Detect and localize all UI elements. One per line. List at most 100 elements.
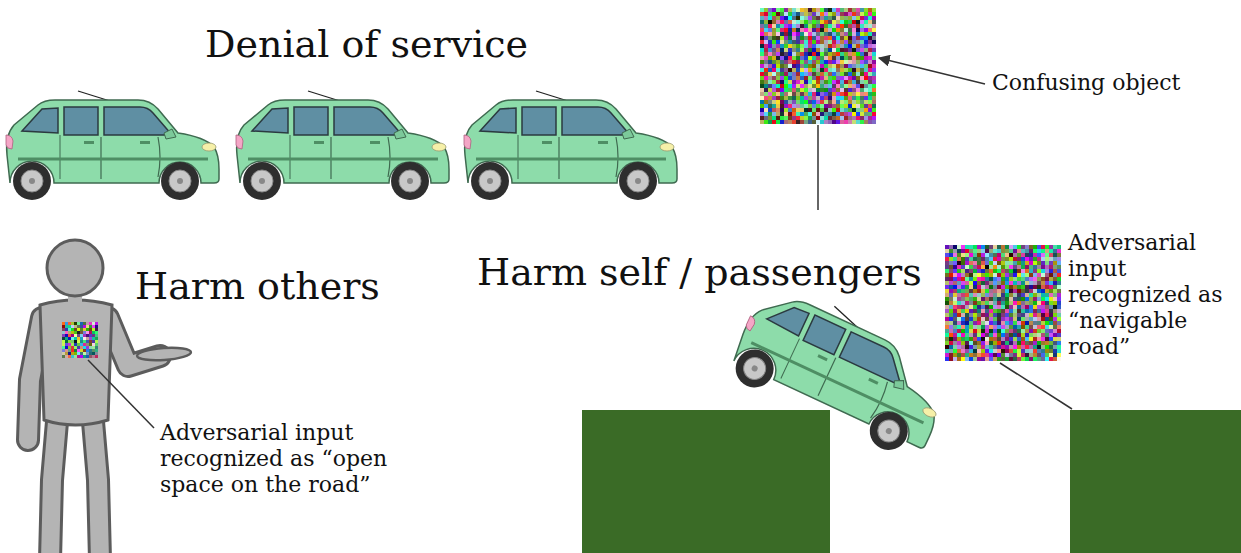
noise-pixel — [77, 334, 80, 337]
noise-pixel — [852, 20, 856, 24]
noise-pixel — [860, 48, 864, 52]
noise-pixel — [985, 257, 989, 261]
noise-pixel — [832, 20, 836, 24]
noise-pixel — [796, 60, 800, 64]
noise-pixel — [792, 24, 796, 28]
noise-pixel — [1049, 321, 1053, 325]
noise-pixel — [985, 321, 989, 325]
noise-pixel — [1009, 305, 1013, 309]
noise-pixel — [1041, 325, 1045, 329]
noise-pixel — [89, 331, 92, 334]
noise-pixel — [86, 337, 89, 340]
noise-pixel — [840, 40, 844, 44]
noise-pixel — [848, 40, 852, 44]
noise-pixel — [965, 257, 969, 261]
noise-pixel — [852, 72, 856, 76]
noise-pixel — [86, 334, 89, 337]
noise-pixel — [788, 68, 792, 72]
noise-pixel — [1005, 333, 1009, 337]
noise-pixel — [868, 92, 872, 96]
noise-pixel — [860, 64, 864, 68]
noise-pixel — [997, 353, 1001, 357]
noise-pixel — [953, 297, 957, 301]
noise-pixel — [820, 76, 824, 80]
noise-pixel — [800, 24, 804, 28]
noise-pixel — [961, 329, 965, 333]
noise-pixel — [86, 340, 89, 343]
noise-pixel — [856, 12, 860, 16]
noise-pixel — [848, 112, 852, 116]
noise-pixel — [89, 340, 92, 343]
noise-pixel — [812, 32, 816, 36]
noise-pixel — [812, 68, 816, 72]
noise-pixel — [856, 56, 860, 60]
noise-pixel — [804, 52, 808, 56]
noise-pixel — [993, 325, 997, 329]
noise-pixel — [784, 116, 788, 120]
noise-pixel — [997, 265, 1001, 269]
noise-pixel — [824, 92, 828, 96]
noise-pixel — [1057, 333, 1061, 337]
noise-pixel — [1053, 329, 1057, 333]
noise-pixel — [840, 56, 844, 60]
noise-pixel — [860, 12, 864, 16]
noise-pixel — [977, 357, 981, 361]
noise-pixel — [852, 64, 856, 68]
noise-pixel — [1001, 253, 1005, 257]
noise-pixel — [868, 80, 872, 84]
noise-pixel — [820, 24, 824, 28]
noise-pixel — [1053, 305, 1057, 309]
noise-pixel — [768, 28, 772, 32]
noise-pixel — [949, 281, 953, 285]
noise-pixel — [796, 36, 800, 40]
noise-pixel — [840, 24, 844, 28]
noise-pixel — [776, 16, 780, 20]
noise-pixel — [848, 96, 852, 100]
noise-pixel — [784, 100, 788, 104]
noise-pixel — [961, 357, 965, 361]
noise-pixel — [1029, 349, 1033, 353]
noise-pixel — [848, 120, 852, 124]
noise-pixel — [993, 265, 997, 269]
noise-pixel — [961, 265, 965, 269]
noise-pixel — [68, 352, 71, 355]
noise-pixel — [872, 48, 876, 52]
noise-pixel — [1025, 321, 1029, 325]
noise-pixel — [768, 44, 772, 48]
noise-pixel — [872, 68, 876, 72]
noise-pixel — [973, 257, 977, 261]
noise-pixel — [965, 337, 969, 341]
noise-pixel — [796, 32, 800, 36]
noise-pixel — [800, 20, 804, 24]
noise-pixel — [973, 301, 977, 305]
noise-pixel — [957, 245, 961, 249]
noise-pixel — [768, 80, 772, 84]
noise-pixel — [997, 341, 1001, 345]
noise-pixel — [1013, 249, 1017, 253]
noise-pixel — [1033, 273, 1037, 277]
noise-pixel — [860, 96, 864, 100]
noise-pixel — [1037, 305, 1041, 309]
noise-pixel — [856, 88, 860, 92]
noise-pixel — [844, 120, 848, 124]
noise-pixel — [997, 293, 1001, 297]
noise-pixel — [816, 8, 820, 12]
noise-pixel — [868, 56, 872, 60]
noise-pixel — [1053, 265, 1057, 269]
noise-pixel — [808, 76, 812, 80]
noise-pixel — [848, 8, 852, 12]
noise-pixel — [784, 36, 788, 40]
noise-pixel — [981, 353, 985, 357]
noise-pixel — [816, 112, 820, 116]
noise-pixel — [953, 277, 957, 281]
noise-pixel — [981, 249, 985, 253]
noise-pixel — [945, 309, 949, 313]
noise-pixel — [772, 96, 776, 100]
noise-pixel — [1005, 309, 1009, 313]
noise-pixel — [828, 72, 832, 76]
noise-pixel — [62, 352, 65, 355]
noise-pixel — [953, 305, 957, 309]
noise-pixel — [993, 317, 997, 321]
noise-pixel — [808, 80, 812, 84]
noise-pixel — [949, 285, 953, 289]
